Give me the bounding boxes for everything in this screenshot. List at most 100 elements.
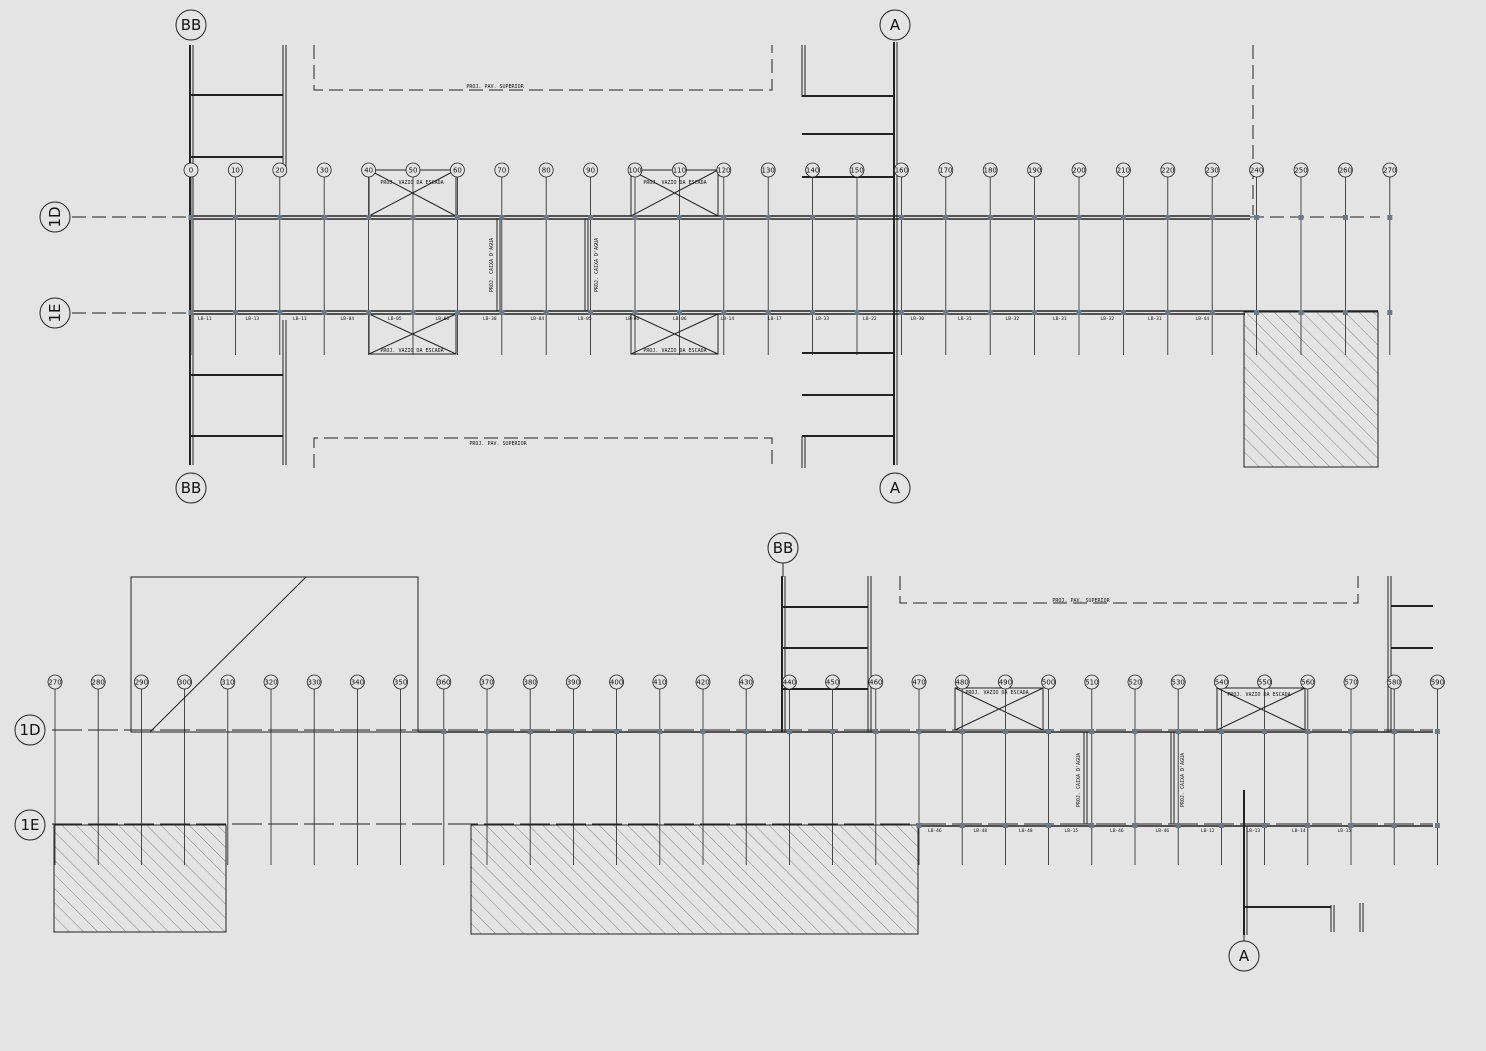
note-water-tank-3: PROJ. CAIXA D'AGUA <box>1076 753 1082 807</box>
beam-tag: LB-11 <box>198 316 212 322</box>
grid-bubble-1d-bottom: 1D <box>14 714 46 746</box>
svg-text:140: 140 <box>806 167 819 175</box>
svg-text:190: 190 <box>1028 167 1041 175</box>
beam-tag: LB-48 <box>974 828 988 834</box>
beam-tag: LB-06 <box>626 316 640 322</box>
axis-marker: 110 <box>672 162 687 355</box>
svg-text:320: 320 <box>264 679 277 687</box>
note-stair-void-4: PROJ. VAZIO DA ESCADA <box>643 348 706 354</box>
svg-text:50: 50 <box>409 167 418 175</box>
svg-text:100: 100 <box>628 167 641 175</box>
svg-text:430: 430 <box>740 679 753 687</box>
axis-marker: 210 <box>1116 162 1131 355</box>
svg-text:150: 150 <box>850 167 863 175</box>
grid-bubble-1d-top: 1D <box>39 201 71 233</box>
axis-marker: 340 <box>349 674 365 865</box>
axis-marker: 350 <box>393 674 409 865</box>
grid-bubble-a-top: A <box>879 9 911 41</box>
svg-text:550: 550 <box>1258 679 1271 687</box>
grid-bubble-bb-top-bottom: BB <box>175 472 207 504</box>
svg-text:BB: BB <box>773 539 794 557</box>
axis-marker: 440 <box>782 674 797 865</box>
axis-marker: 90 <box>583 162 598 355</box>
axis-marker: 140 <box>805 162 820 355</box>
axis-marker: 100 <box>627 162 643 355</box>
annotations: PROJ. PAV. SUPERIOR PROJ. PAV. SUPERIOR … <box>380 84 1290 807</box>
svg-text:340: 340 <box>351 679 364 687</box>
axis-marker: 130 <box>760 162 776 355</box>
note-stair-void-5: PROJ. VAZIO DA ESCADA <box>965 690 1028 696</box>
axis-marker: 260 <box>1338 162 1353 355</box>
svg-text:520: 520 <box>1128 679 1141 687</box>
axis-marker: 30 <box>316 162 332 355</box>
note-stair-void-6: PROJ. VAZIO DA ESCADA <box>1227 692 1290 698</box>
svg-text:1D: 1D <box>19 721 40 739</box>
axis-marker: 460 <box>868 674 884 865</box>
axis-marker: 530 <box>1170 674 1186 865</box>
beam-tag: LB-33 <box>816 316 830 322</box>
beam-tag: LB-31 <box>958 316 972 322</box>
axis-marker: 420 <box>695 674 711 865</box>
svg-text:250: 250 <box>1294 167 1307 175</box>
svg-text:240: 240 <box>1250 167 1263 175</box>
beam-tag: LB-14 <box>721 316 735 322</box>
axis-marker: 320 <box>263 674 279 865</box>
svg-text:380: 380 <box>524 679 537 687</box>
grid-bubbles: BB BB A A 1D 1E BB A <box>14 9 1380 972</box>
grid-bubble-1e-top: 1E <box>39 297 71 329</box>
svg-text:370: 370 <box>480 679 493 687</box>
axis-marker: 190 <box>1027 162 1042 355</box>
axis-marker: 160 <box>894 162 909 355</box>
axis-marker: 300 <box>177 674 193 865</box>
beam-tag: LB-48 <box>1019 828 1033 834</box>
svg-text:540: 540 <box>1215 679 1228 687</box>
svg-text:580: 580 <box>1388 679 1401 687</box>
axis-marker: 470 <box>911 674 927 865</box>
axis-marker: 80 <box>538 162 554 355</box>
note-upper-floor-bottom: PROJ. PAV. SUPERIOR <box>469 441 527 447</box>
axis-marker: 290 <box>133 674 149 865</box>
axis-marker: 280 <box>90 674 106 865</box>
axis-marker: 310 <box>220 674 236 865</box>
svg-text:480: 480 <box>956 679 969 687</box>
axis-marker: 550 <box>1257 674 1272 865</box>
svg-text:170: 170 <box>939 167 952 175</box>
axis-marker: 120 <box>716 162 732 355</box>
svg-text:270: 270 <box>48 679 61 687</box>
beam-tag: LB-04 <box>531 316 545 322</box>
axis-marker: 250 <box>1293 162 1309 355</box>
axis-marker: 330 <box>306 674 322 865</box>
axis-marker: 560 <box>1300 674 1316 865</box>
svg-text:290: 290 <box>135 679 148 687</box>
svg-text:20: 20 <box>275 167 284 175</box>
axis-marker: 480 <box>954 674 970 865</box>
axis-marker: 40 <box>361 162 377 355</box>
svg-text:130: 130 <box>762 167 775 175</box>
grid-bubble-a-bottom: A <box>1228 935 1260 972</box>
axis-marker: 390 <box>566 674 581 865</box>
axis-marker: 180 <box>982 162 998 355</box>
axis-marker: 490 <box>998 674 1013 865</box>
svg-text:510: 510 <box>1085 679 1098 687</box>
grid-bubble-1e-bottom: 1E <box>14 809 46 841</box>
svg-text:530: 530 <box>1172 679 1185 687</box>
note-stair-void-3: PROJ. VAZIO DA ESCADA <box>643 180 706 186</box>
svg-text:590: 590 <box>1431 679 1444 687</box>
svg-text:440: 440 <box>783 679 796 687</box>
svg-text:300: 300 <box>178 679 191 687</box>
axis-marker: 400 <box>609 674 624 865</box>
svg-text:A: A <box>1239 947 1250 965</box>
svg-text:120: 120 <box>717 167 730 175</box>
beam-tag: LB-06 <box>673 316 687 322</box>
svg-text:40: 40 <box>364 167 373 175</box>
svg-text:10: 10 <box>231 167 240 175</box>
svg-text:500: 500 <box>1042 679 1055 687</box>
axis-marker: 450 <box>825 674 840 865</box>
svg-text:90: 90 <box>586 167 595 175</box>
beam-tag: LB-13 <box>1247 828 1261 834</box>
beam-tag: LB-11 <box>293 316 307 322</box>
beam-tag: LB-46 <box>928 828 942 834</box>
axis-marker: 570 <box>1343 674 1359 865</box>
svg-text:A: A <box>890 16 901 34</box>
